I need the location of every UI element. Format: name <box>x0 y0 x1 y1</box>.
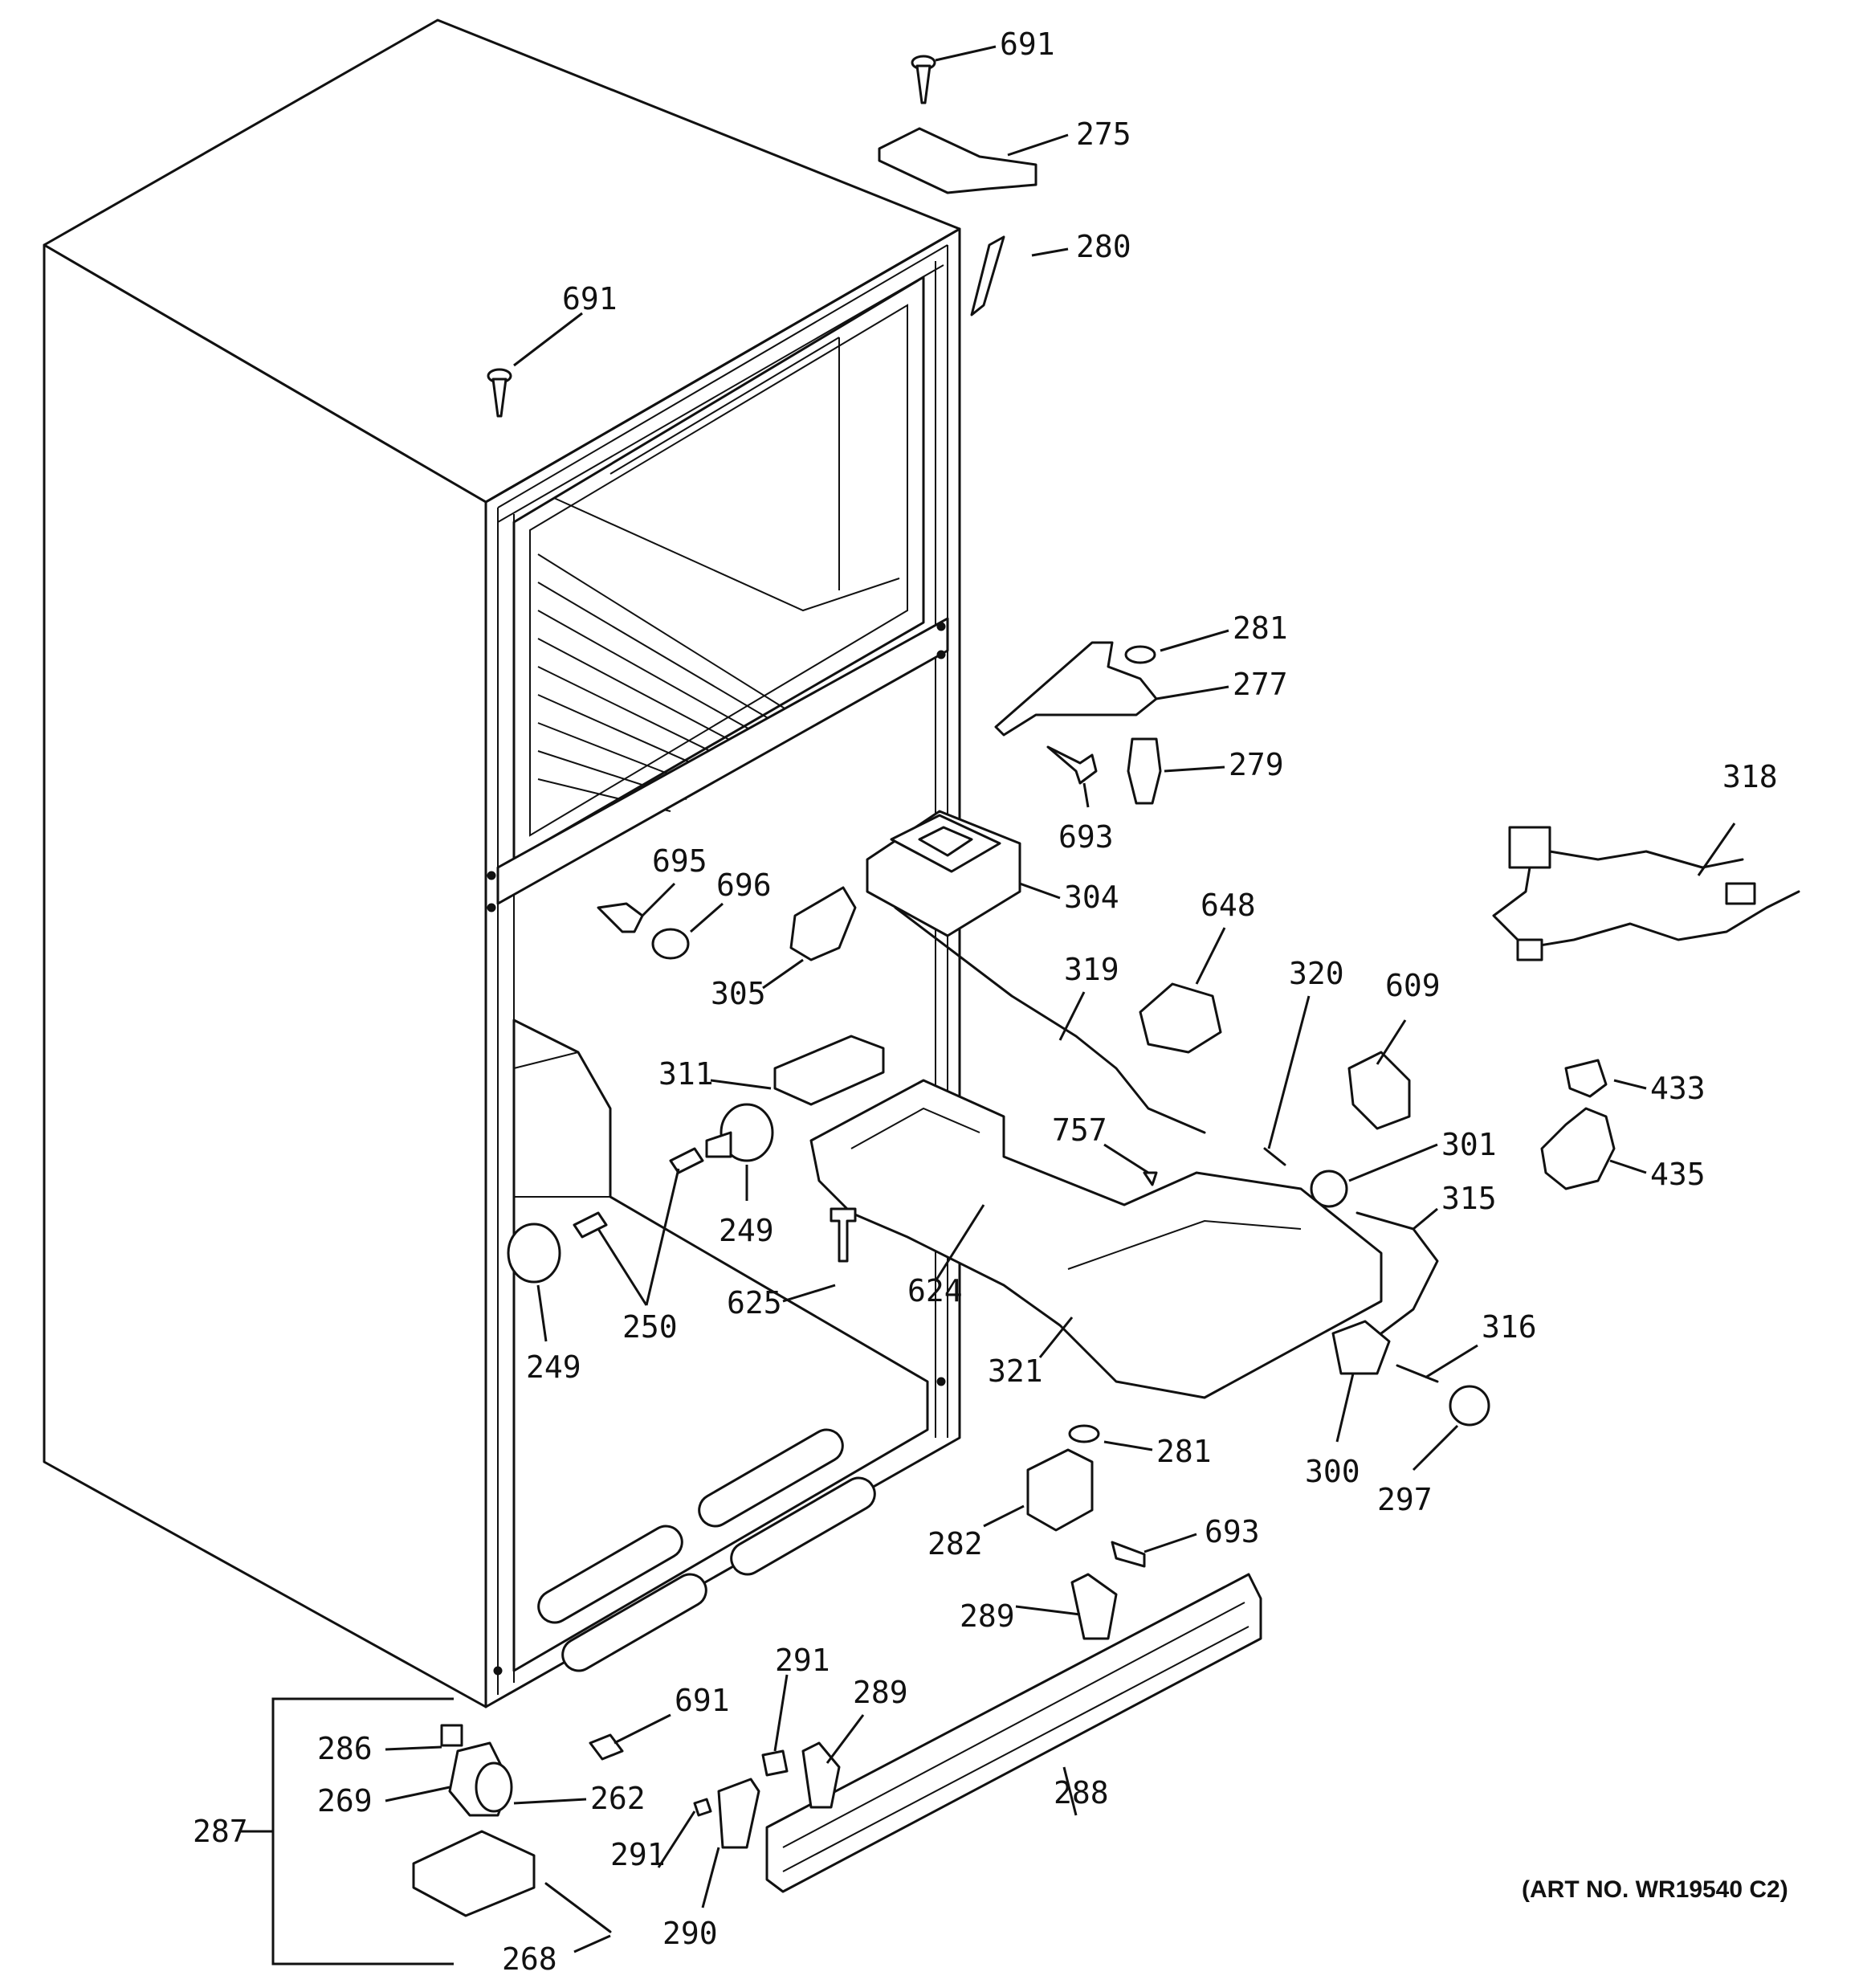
callout-315: 315 <box>1441 1181 1497 1216</box>
plug-696-icon <box>651 928 690 960</box>
callout-262: 262 <box>590 1781 646 1816</box>
callout-320: 320 <box>1289 956 1344 991</box>
callout-250: 250 <box>622 1309 678 1345</box>
hinge-cover-280-icon <box>970 235 1005 316</box>
callout-609: 609 <box>1385 968 1441 1003</box>
washer-281-lower-icon <box>1068 1424 1100 1443</box>
top-hinge-275-icon <box>878 127 1037 194</box>
hinge-pin-279-icon <box>1127 737 1162 805</box>
screw-291-lower-icon <box>693 1798 712 1817</box>
callout-691-cabinet: 691 <box>562 281 618 316</box>
control-648-icon <box>1139 982 1222 1054</box>
callout-268: 268 <box>502 1941 557 1977</box>
clip-289-upper-icon <box>1070 1573 1118 1640</box>
screw-691-cabinet-icon <box>487 368 512 418</box>
bracket-290-icon <box>717 1778 760 1849</box>
screw-250-b-icon <box>573 1211 608 1239</box>
air-duct-624-icon <box>809 1079 1383 1399</box>
bolt-625-icon <box>830 1207 857 1263</box>
callout-304: 304 <box>1064 880 1119 915</box>
screw-250-a-icon <box>669 1147 704 1174</box>
callout-301: 301 <box>1441 1127 1497 1162</box>
callout-281-upper: 281 <box>1233 610 1288 646</box>
callout-280: 280 <box>1076 229 1131 264</box>
callout-249-lower: 249 <box>526 1349 581 1385</box>
callout-319: 319 <box>1064 952 1119 987</box>
callout-291-lower: 291 <box>610 1837 666 1872</box>
screw-691-lower-icon <box>589 1733 624 1761</box>
callout-321: 321 <box>988 1353 1043 1389</box>
callout-693-lower: 693 <box>1205 1514 1260 1549</box>
callout-305: 305 <box>711 976 766 1011</box>
callout-696: 696 <box>716 867 772 903</box>
callout-275: 275 <box>1076 116 1131 152</box>
control-housing-304-icon <box>866 810 1021 937</box>
screw-693-icon <box>1046 745 1098 785</box>
callout-625: 625 <box>727 1285 782 1321</box>
thermostat-wire-315-icon <box>1355 1211 1439 1335</box>
knob-297-icon <box>1449 1385 1490 1427</box>
callout-648: 648 <box>1201 888 1256 923</box>
callout-labels: 691 275 280 691 281 277 279 693 318 695 … <box>193 27 1788 1977</box>
callout-300: 300 <box>1305 1454 1360 1489</box>
kick-grille-288-icon <box>765 1573 1262 1893</box>
capillary-tube-319-icon <box>894 906 1206 1134</box>
knob-249-upper-icon <box>705 1103 774 1162</box>
callout-318: 318 <box>1722 759 1778 794</box>
callout-269: 269 <box>317 1783 373 1819</box>
thermostat-300-icon <box>1331 1320 1391 1375</box>
callout-289-upper: 289 <box>960 1598 1015 1634</box>
callout-289-lower: 289 <box>853 1675 908 1710</box>
callout-691-lower: 691 <box>675 1683 730 1718</box>
spring-320-icon <box>1263 1147 1286 1166</box>
damper-cover-305-icon <box>789 886 857 961</box>
callout-695: 695 <box>652 843 707 879</box>
cover-311-icon <box>773 1035 885 1106</box>
screw-695-icon <box>597 902 644 933</box>
knob-249-lower-icon <box>507 1223 561 1284</box>
parts <box>412 55 1800 1933</box>
callout-277: 277 <box>1233 667 1288 702</box>
callout-281-lower: 281 <box>1156 1434 1212 1469</box>
washer-281-icon <box>1124 645 1156 664</box>
callout-287: 287 <box>193 1814 248 1849</box>
callout-290: 290 <box>662 1916 718 1951</box>
switch-609-icon <box>1347 1051 1411 1130</box>
callout-624: 624 <box>907 1273 963 1308</box>
spring-316-icon <box>1396 1364 1439 1383</box>
screw-291-upper-icon <box>761 1749 789 1777</box>
leader-lines <box>241 45 1736 1966</box>
callout-286: 286 <box>317 1731 373 1766</box>
art-number: (ART NO. WR19540 C2) <box>1522 1876 1788 1903</box>
callout-288: 288 <box>1054 1775 1109 1810</box>
center-hinge-277-icon <box>994 641 1158 737</box>
callout-249-upper: 249 <box>719 1213 774 1248</box>
callout-316: 316 <box>1482 1309 1537 1345</box>
callout-433: 433 <box>1650 1071 1706 1106</box>
screw-693-lower-icon <box>1111 1541 1146 1568</box>
freezer-shelf-grid <box>537 497 900 812</box>
light-bulb-435-icon <box>1540 1107 1616 1190</box>
knob-301-icon <box>1310 1170 1348 1208</box>
wire-harness-318-icon <box>1492 826 1800 961</box>
bottom-hinge-282-icon <box>1026 1448 1094 1532</box>
callout-435: 435 <box>1650 1157 1706 1192</box>
screw-757-icon <box>1143 1171 1158 1186</box>
callout-297: 297 <box>1377 1482 1433 1517</box>
screw-691-top-icon <box>911 55 936 104</box>
cabinet <box>43 18 961 1708</box>
callout-282: 282 <box>927 1526 983 1561</box>
callout-311: 311 <box>658 1056 714 1092</box>
callout-757: 757 <box>1052 1112 1107 1148</box>
callout-279: 279 <box>1229 747 1284 782</box>
callout-693-upper: 693 <box>1058 819 1114 855</box>
roller-assembly-287-icon <box>412 1724 612 1933</box>
callout-291-upper: 291 <box>775 1643 830 1678</box>
light-socket-433-icon <box>1564 1059 1608 1098</box>
callout-691-top: 691 <box>1000 27 1055 62</box>
